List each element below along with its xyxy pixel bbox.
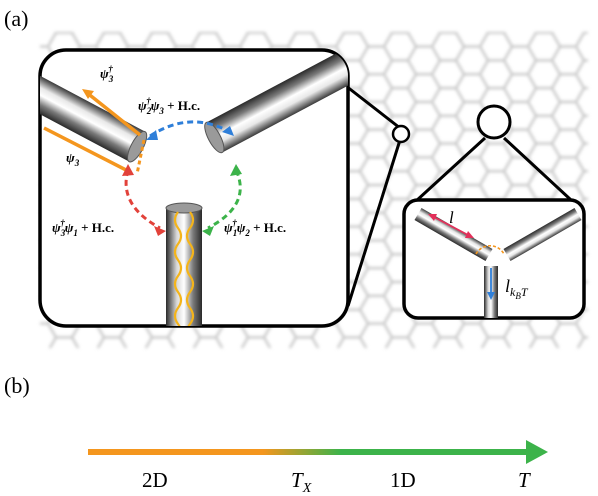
temperature-axis bbox=[88, 440, 548, 464]
psi3-arrow bbox=[43, 126, 131, 174]
nanotube-bottom bbox=[165, 202, 203, 326]
operator-label-right: ψ1†ψ2 + H.c. bbox=[224, 218, 286, 238]
axis-label-temperature: T bbox=[518, 468, 531, 492]
panel-b-label: (b) bbox=[4, 373, 30, 398]
zoom-circle-small bbox=[391, 124, 411, 144]
tunneling-arrowhead-left-top bbox=[122, 164, 134, 176]
tunneling-arrowhead-left-bottom bbox=[154, 226, 166, 236]
psi3-dashed-link bbox=[135, 139, 146, 175]
junction-inset: ψ3† ψ3 ψ2†ψ3 + H.c. ψ3†ψ1 + H.c. ψ1†ψ2 +… bbox=[38, 48, 350, 328]
length-l-label: l bbox=[449, 208, 454, 227]
psi3-label: ψ3 bbox=[66, 150, 80, 168]
axis-label-2d: 2D bbox=[142, 468, 168, 492]
junction-length-inset: l lkBT bbox=[402, 198, 586, 320]
panel-a-label: (a) bbox=[4, 6, 28, 31]
psi3-dagger-label: ψ3† bbox=[100, 64, 114, 84]
psi3-dagger-arrow bbox=[82, 89, 142, 137]
operator-label-top: ψ2†ψ3 + H.c. bbox=[138, 96, 200, 116]
axis-label-crossover: TX bbox=[291, 468, 312, 496]
length-l-arrow bbox=[428, 214, 474, 238]
tunneling-arrow-left bbox=[124, 169, 161, 230]
tunneling-arrowhead-right-top bbox=[230, 164, 242, 176]
tunneling-arrowhead-top-right bbox=[222, 126, 234, 136]
axis-arrowhead bbox=[526, 440, 548, 464]
tunneling-arrowhead-top-left bbox=[146, 130, 158, 140]
small-tube-left bbox=[414, 207, 493, 262]
thermal-length-arrow bbox=[487, 268, 495, 300]
axis-label-1d: 1D bbox=[390, 468, 416, 492]
nanotube-right bbox=[204, 50, 348, 154]
tunneling-arrow-top bbox=[149, 120, 231, 138]
thermal-length-label: lkBT bbox=[505, 276, 529, 301]
operator-label-left: ψ3†ψ1 + H.c. bbox=[52, 218, 114, 238]
thermal-circle bbox=[475, 245, 505, 255]
zoom-circle-large bbox=[476, 104, 512, 140]
tunneling-arrowhead-right-bottom bbox=[202, 226, 214, 236]
small-tube-right bbox=[503, 207, 582, 262]
tunneling-arrow-right bbox=[207, 169, 242, 230]
